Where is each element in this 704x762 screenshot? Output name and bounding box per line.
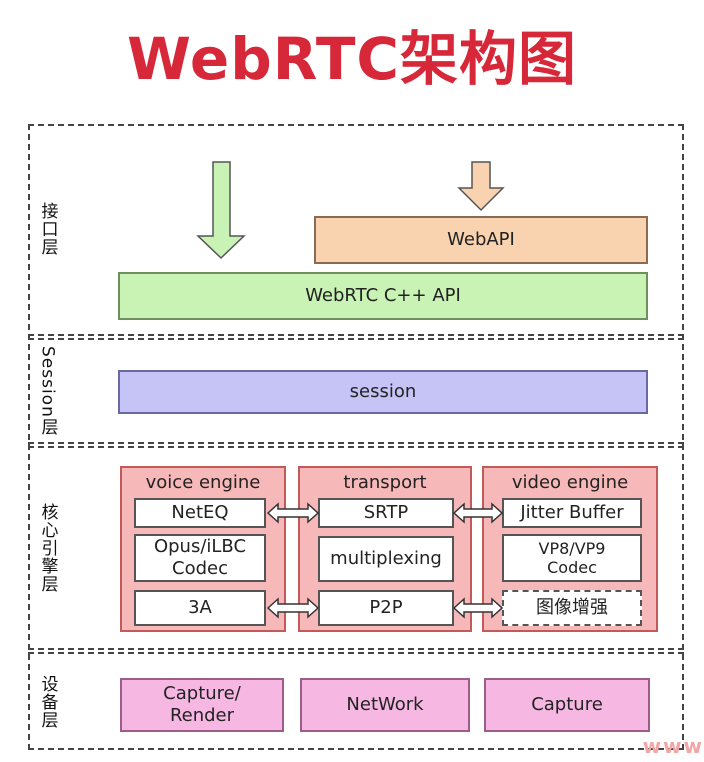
webrtc-cpp-api-box: WebRTC C++ API (118, 272, 648, 320)
layer-divider-session-core (28, 442, 684, 448)
p2p-box: P2P (318, 590, 454, 626)
layer-label-session: Session层 (37, 346, 58, 436)
watermark: www (642, 734, 704, 758)
session-box: session (118, 370, 648, 414)
srtp-box: SRTP (318, 498, 454, 528)
layer-divider-interface-session (28, 334, 684, 340)
voice-engine-title: voice engine (145, 472, 261, 493)
double-arrow-srtp-jitter (452, 502, 504, 524)
opus-ilbc-codec-box: Opus/iLBC Codec (134, 534, 266, 582)
layer-label-device: 设备层 (37, 675, 58, 729)
video-engine-title: video engine (511, 472, 629, 493)
green-down-arrow (196, 161, 246, 260)
neteq-box: NetEQ (134, 498, 266, 528)
device-capture-box: Capture (484, 678, 650, 732)
multiplexing-box: multiplexing (318, 536, 454, 582)
outer-frame (28, 124, 684, 750)
vp8-vp9-codec-box: VP8/VP9 Codec (502, 534, 642, 582)
double-arrow-p2p-image (452, 597, 504, 619)
layer-label-core: 核心引擎层 (37, 503, 58, 593)
jitter-buffer-box: Jitter Buffer (502, 498, 642, 528)
double-arrow-neteq-srtp (266, 502, 320, 524)
3a-box: 3A (134, 590, 266, 626)
layer-label-interface: 接口层 (37, 202, 58, 256)
orange-down-arrow (457, 161, 505, 212)
layer-divider-core-device (28, 648, 684, 654)
network-box: NetWork (300, 678, 470, 732)
diagram-title: WebRTC架构图 (127, 25, 577, 93)
transport-title: transport (343, 472, 427, 493)
webapi-box: WebAPI (314, 216, 648, 264)
double-arrow-3a-p2p (266, 597, 320, 619)
capture-render-box: Capture/ Render (120, 678, 284, 732)
